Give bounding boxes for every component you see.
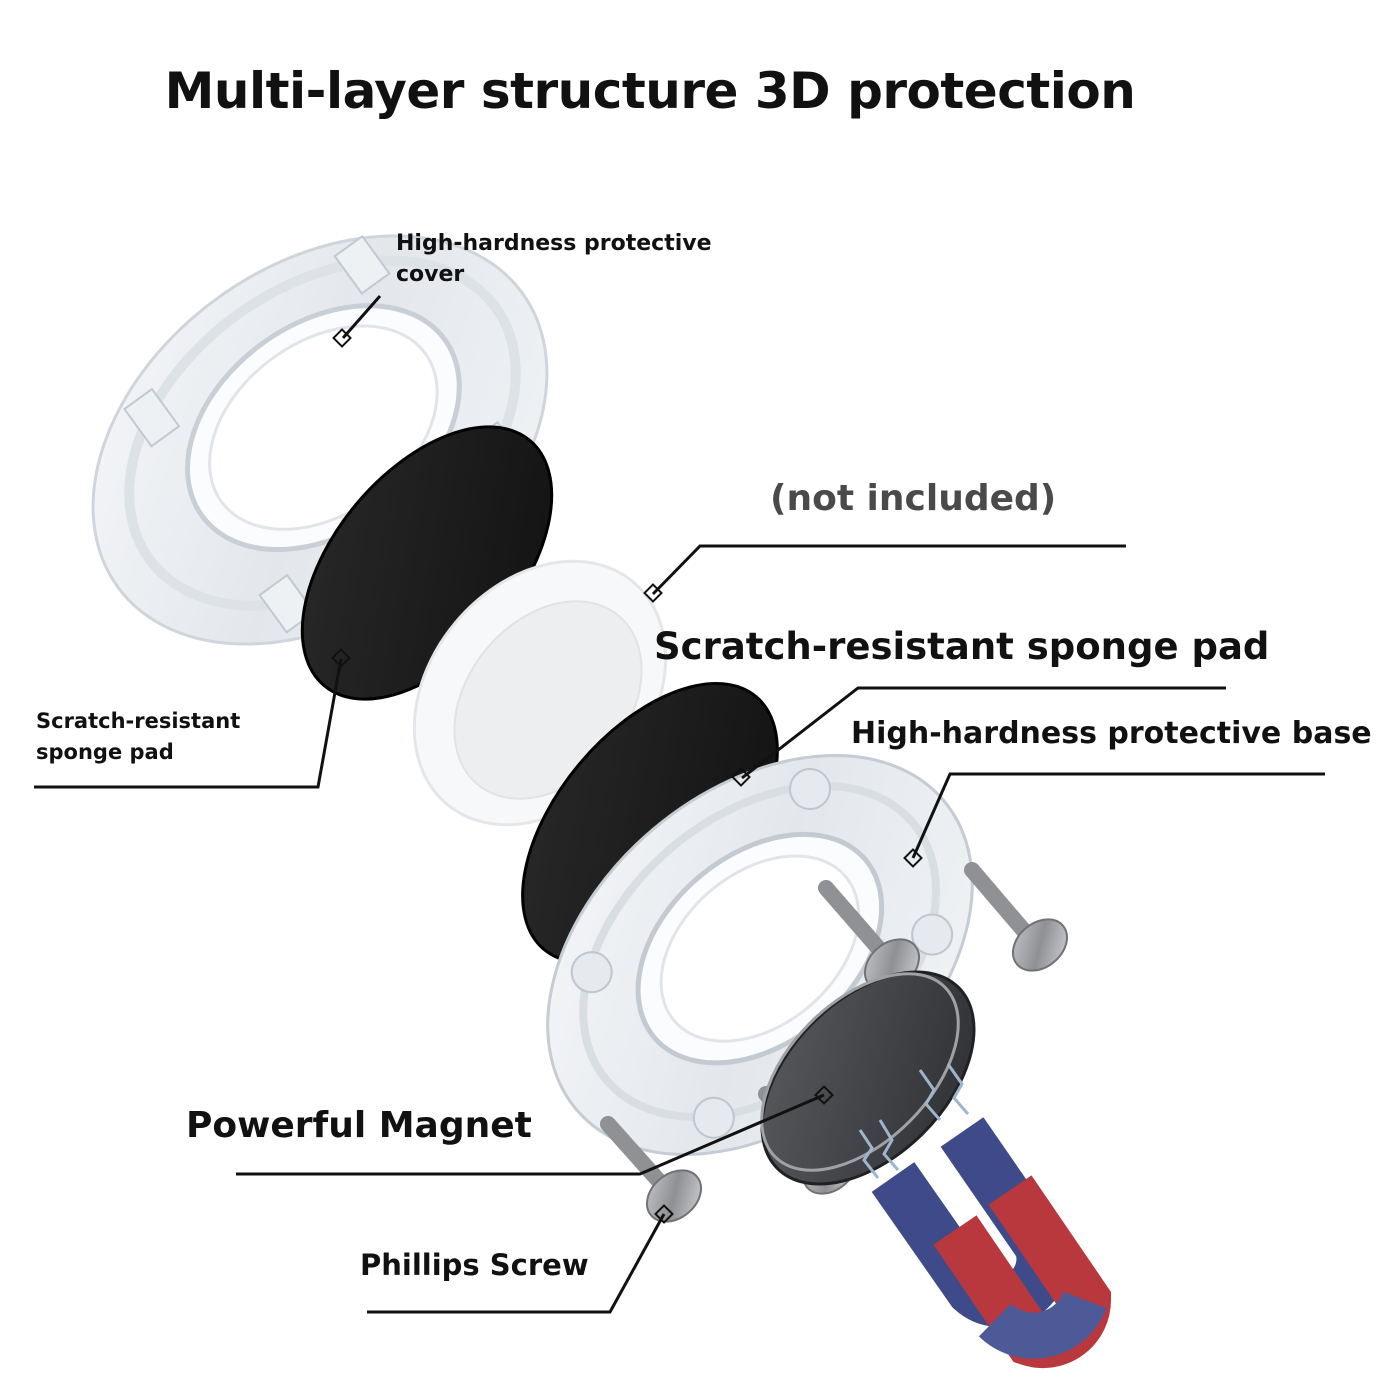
marker-magnet [814,1085,834,1105]
leader-lines [34,295,1325,1314]
marker-cover [332,328,352,348]
page-title: Multi-layer structure 3D protection [164,62,1136,120]
magnet-disc [760,970,976,1186]
leader-cover [341,295,382,339]
marker-sponge-left [331,648,351,668]
label-phillips-screw: Phillips Screw [360,1248,589,1282]
magnetic-field-sparks [858,1063,970,1179]
label-sponge-pad-right: Scratch-resistant sponge pad [654,625,1270,668]
label-protective-cover: High-hardness protective cover [396,231,712,287]
label-sponge-pad-left: Scratch-resistant sponge pad [36,709,241,764]
leader-sponge-right [741,686,1226,780]
protective-cover [91,234,549,646]
leader-not-included [651,544,1126,596]
marker-base [903,848,923,868]
marker-not-included [643,583,663,603]
leader-magnet [236,1093,825,1176]
label-not-included: (not included) [770,478,1057,519]
leader-screw [367,1213,666,1314]
label-protective-base: High-hardness protective base [851,716,1372,751]
label-powerful-magnet: Powerful Magnet [186,1105,532,1146]
marker-sponge-right [731,767,751,787]
screw-upper-right [964,862,1068,972]
leader-base [911,772,1325,859]
marker-screw [654,1204,674,1224]
horseshoe-magnet [871,1117,1112,1368]
leader-sponge-left [34,658,343,789]
